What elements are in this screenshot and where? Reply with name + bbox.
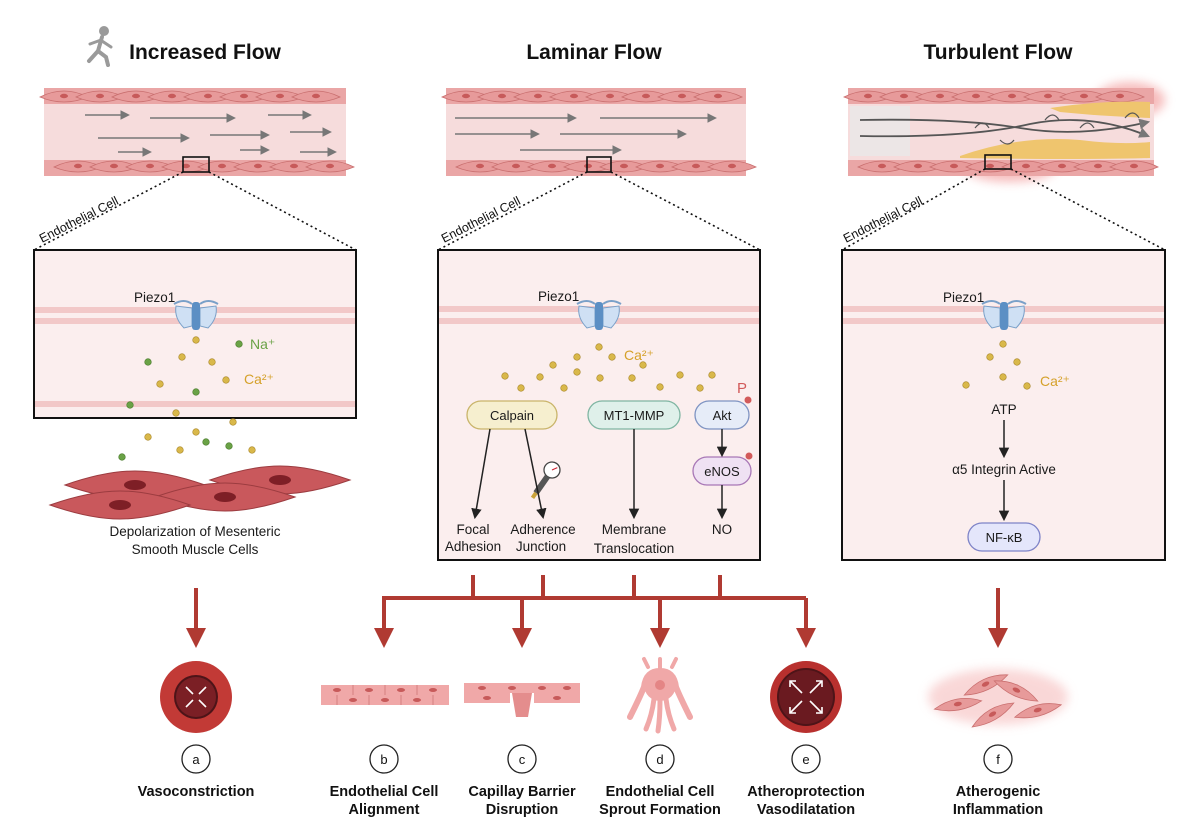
panel-title-laminar: Laminar Flow <box>526 41 662 64</box>
vessel-increased <box>39 88 355 176</box>
vessel-laminar <box>441 88 757 176</box>
adherence-junction-1: Adherence <box>510 522 575 537</box>
outcome-letter-circle <box>181 744 211 774</box>
calpain-node <box>466 400 558 430</box>
outcome-letter: a <box>192 752 200 767</box>
membrane-translocation-2: Translocation <box>594 541 675 556</box>
vasodilatation-icon <box>770 661 842 733</box>
outcome-label: Sprout Formation <box>599 802 721 818</box>
ion-label-ca-laminar: Ca²⁺ <box>624 347 654 363</box>
panel-title-increased: Increased Flow <box>129 41 281 64</box>
outcome-label: Alignment <box>349 802 420 818</box>
outcome-letter-circle <box>791 744 821 774</box>
no-label: NO <box>712 522 732 537</box>
piezo1-label: Piezo1 <box>134 290 175 305</box>
sprout-formation-icon <box>627 657 693 734</box>
focal-adhesion-2: Adhesion <box>445 539 501 554</box>
outcome-label: Disruption <box>486 802 559 818</box>
outcome-label: Endothelial Cell <box>330 784 439 800</box>
ion-particles-increased <box>118 336 256 461</box>
outcome-letter: f <box>996 752 1000 767</box>
membrane-translocation-1: Membrane <box>602 522 667 537</box>
outcome-letter-circle <box>645 744 675 774</box>
outcome-letter: e <box>802 752 809 767</box>
focal-adhesion-1: Focal <box>456 522 489 537</box>
outcome-arrows <box>186 575 1008 648</box>
outcome-label: Vasodilatation <box>757 802 855 818</box>
ion-label-na: Na⁺ <box>250 336 275 352</box>
aligned-cells-icon <box>321 685 449 705</box>
zoom-label-laminar: Endothelial Cell <box>439 194 523 246</box>
mt1mmp-label: MT1-MMP <box>604 408 665 423</box>
vessel-turbulent <box>843 82 1165 182</box>
vessel-cross-section-icon <box>160 661 232 733</box>
phospho-dot-enos <box>745 452 753 460</box>
adherence-junction-2: Junction <box>516 539 566 554</box>
outcome-label: Capillay Barrier <box>468 784 576 800</box>
runner-icon <box>87 26 113 67</box>
panel-title-turbulent: Turbulent Flow <box>924 41 1074 64</box>
outcome-letter-circle <box>369 744 399 774</box>
nfkb-node <box>967 522 1041 552</box>
enos-label: eNOS <box>704 464 740 479</box>
ion-particles-laminar <box>501 343 716 392</box>
outcome-label: Atheroprotection <box>747 784 865 800</box>
ion-particles-turbulent <box>962 340 1031 390</box>
piezo1-label-laminar: Piezo1 <box>538 289 579 304</box>
phospho-dot-akt <box>744 396 752 404</box>
zoom-label-turbulent: Endothelial Cell <box>841 194 925 246</box>
inflamed-cells-icon <box>928 668 1068 732</box>
barrier-disruption-icon <box>464 683 580 717</box>
outcome-label: Endothelial Cell <box>606 784 715 800</box>
outcome-label: Vasoconstriction <box>138 784 255 800</box>
outcome-letter-circle <box>983 744 1013 774</box>
ion-label-ca: Ca²⁺ <box>244 371 274 387</box>
akt-label: Akt <box>713 408 732 423</box>
smooth-muscle-cells <box>49 465 351 520</box>
zoom-label-increased: Endothelial Cell <box>37 194 121 246</box>
caption-increased-2: Smooth Muscle Cells <box>132 542 259 557</box>
atp-label: ATP <box>991 402 1016 417</box>
ion-label-ca-turbulent: Ca²⁺ <box>1040 373 1070 389</box>
caption-increased-1: Depolarization of Mesenteric <box>109 524 280 539</box>
nfkb-label: NF-κB <box>986 530 1023 545</box>
outcome-label: Atherogenic <box>956 784 1041 800</box>
phospho-label: P <box>737 380 747 397</box>
integrin-label: α5 Integrin Active <box>952 462 1056 477</box>
outcome-label: Inflammation <box>953 802 1043 818</box>
piezo1-label-turbulent: Piezo1 <box>943 290 984 305</box>
outcome-letter: b <box>380 752 387 767</box>
outcome-letter: d <box>656 752 663 767</box>
calpain-label: Calpain <box>490 408 534 423</box>
outcome-letter: c <box>519 752 526 767</box>
outcome-letter-circle <box>507 744 537 774</box>
